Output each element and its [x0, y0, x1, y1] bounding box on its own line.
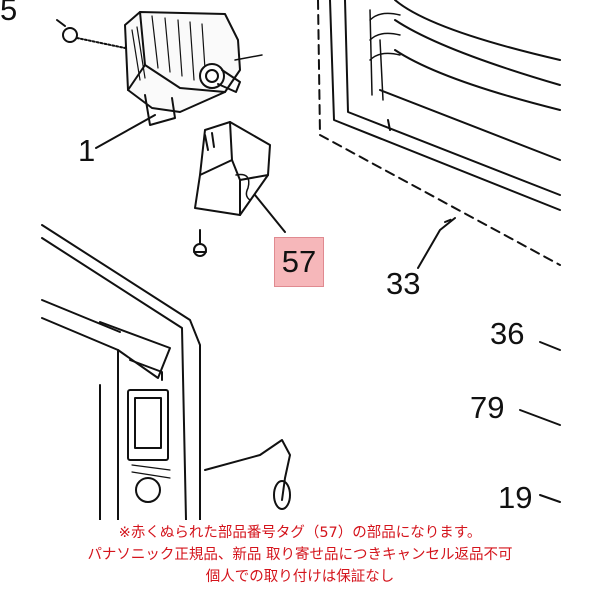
highlighted-tag-57: 57 [274, 237, 324, 287]
notice-line-3: 個人での取り付けは保証なし [205, 569, 395, 585]
oven-front-part [41, 224, 291, 520]
tag-57-label: 57 [281, 244, 317, 279]
exploded-parts-diagram [41, 0, 561, 520]
notice-text: ※赤くぬられた部品番号タグ（57）の部品になります。 パナソニック正規品、新品 … [0, 522, 600, 588]
notice-line-2: パナソニック正規品、新品 取り寄せ品につきキャンセル返品不可 [87, 547, 513, 563]
callout-33: 33 [386, 266, 421, 301]
callout-19: 19 [498, 480, 533, 515]
callout-36: 36 [490, 316, 525, 351]
notice-line-1: ※赤くぬられた部品番号タグ（57）の部品になります。 [118, 525, 482, 541]
bracket-part-57 [193, 121, 271, 257]
cavity-part [317, 0, 561, 266]
callout-79: 79 [470, 390, 505, 425]
callout-5: 5 [0, 0, 18, 27]
callout-1: 1 [78, 133, 96, 168]
magnetron-part [56, 11, 263, 126]
